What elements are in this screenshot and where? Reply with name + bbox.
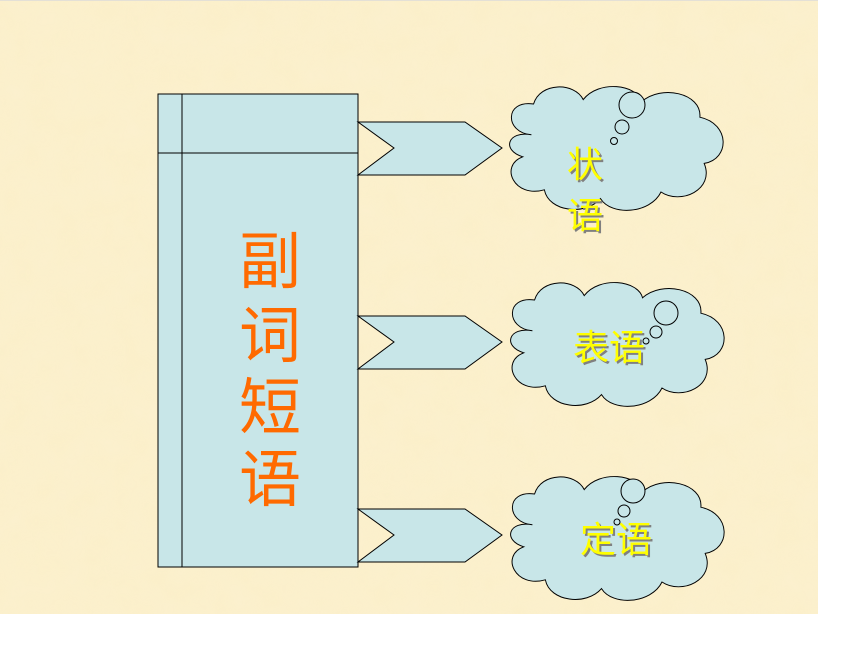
thought-cloud-adverbial: 状 状 语 语 bbox=[509, 86, 724, 239]
cloud-label: 状 bbox=[567, 145, 603, 186]
cloud-label-shadow: 语 bbox=[569, 198, 605, 239]
thought-bubble-icon bbox=[620, 478, 646, 504]
thought-bubble-icon bbox=[649, 325, 663, 339]
thought-cloud-attributive: 定语 定语 bbox=[510, 476, 725, 601]
main-phrase-box bbox=[157, 93, 359, 568]
cloud-label: 定语 bbox=[580, 520, 652, 561]
thought-bubble-icon bbox=[653, 300, 679, 326]
cloud-label: 语 bbox=[567, 196, 603, 237]
thought-bubble-icon bbox=[642, 337, 650, 345]
chevron-arrow-icon bbox=[356, 508, 503, 563]
cloud-label-shadow: 表语 bbox=[575, 330, 647, 371]
thought-bubble-icon bbox=[614, 119, 630, 135]
thought-bubble-icon bbox=[610, 137, 618, 145]
cloud-label-shadow: 定语 bbox=[582, 522, 654, 563]
main-title-char: 副 bbox=[239, 225, 301, 298]
thought-cloud-predicative: 表语 表语 bbox=[510, 282, 725, 407]
cloud-label: 表语 bbox=[573, 328, 645, 369]
thought-bubble-icon bbox=[617, 504, 631, 518]
main-title-char: 短 bbox=[239, 371, 301, 444]
main-title: 副 词 短 语 bbox=[239, 225, 301, 516]
thought-bubble-icon bbox=[613, 518, 621, 526]
thought-bubble-icon bbox=[618, 91, 646, 119]
chevron-arrow-icon bbox=[356, 121, 503, 176]
chevron-arrow-icon bbox=[356, 315, 503, 370]
cloud-label-shadow: 状 bbox=[569, 147, 605, 188]
slide: 副 词 短 语 状 状 语 语 表语 表语 bbox=[0, 0, 818, 614]
main-title-char: 语 bbox=[239, 443, 301, 516]
main-title-char: 词 bbox=[239, 299, 301, 372]
